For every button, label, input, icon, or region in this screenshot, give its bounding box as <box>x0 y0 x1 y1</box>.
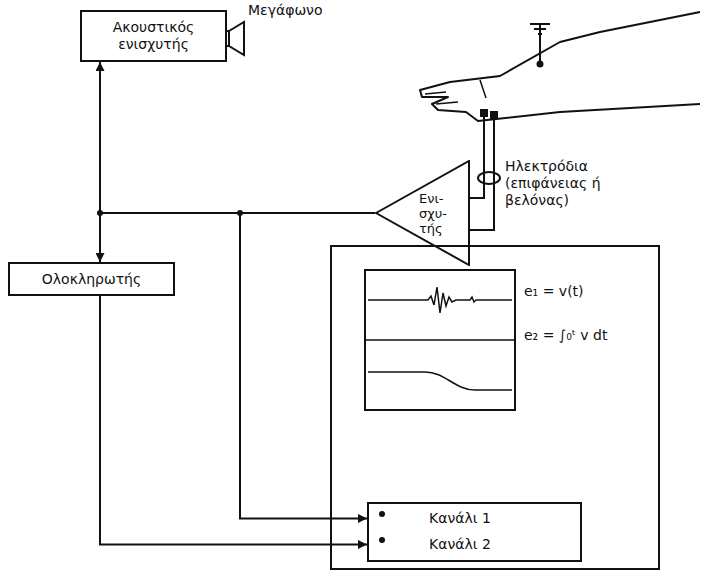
amplifier-triangle: Ενι- σχυ- τής <box>375 160 470 266</box>
oscilloscope-box: Κανάλι 1 Κανάλι 2 e₁ = v(t) e₂ = ∫₀ᵗ v dt <box>330 245 660 570</box>
channel-box: Κανάλι 1 Κανάλι 2 <box>367 502 582 562</box>
node-text: Ολοκληρωτής <box>42 271 141 288</box>
signal-wire <box>100 296 367 545</box>
electrode-label: Ηλεκτρόδια (επιφάνειας ή βελόνας) <box>505 158 640 209</box>
integrator-box: Ολοκληρωτής <box>8 262 175 296</box>
electrode-leads <box>470 110 500 230</box>
node-text: Ενι- σχυ- τής <box>419 191 463 236</box>
scope-screen <box>365 270 515 410</box>
node-text: Κανάλι 1 <box>429 510 491 527</box>
node-text: e₁ = v(t) <box>524 283 584 300</box>
node-text: Ακουστικός ενισχυτής <box>82 19 225 53</box>
amplifier-box: Ακουστικός ενισχυτής <box>80 10 227 62</box>
signal-wire <box>100 62 375 213</box>
junction-dots <box>97 210 385 543</box>
signal-wire <box>100 213 375 262</box>
finger-lines <box>425 80 486 104</box>
arm-drawing <box>420 12 700 121</box>
speaker-label: Μεγάφωνο <box>248 2 323 19</box>
ground-symbol <box>530 24 550 67</box>
node-text: e₂ = ∫₀ᵗ v dt <box>524 327 607 344</box>
signal-wire <box>240 213 375 519</box>
node-text: Κανάλι 2 <box>429 536 491 553</box>
